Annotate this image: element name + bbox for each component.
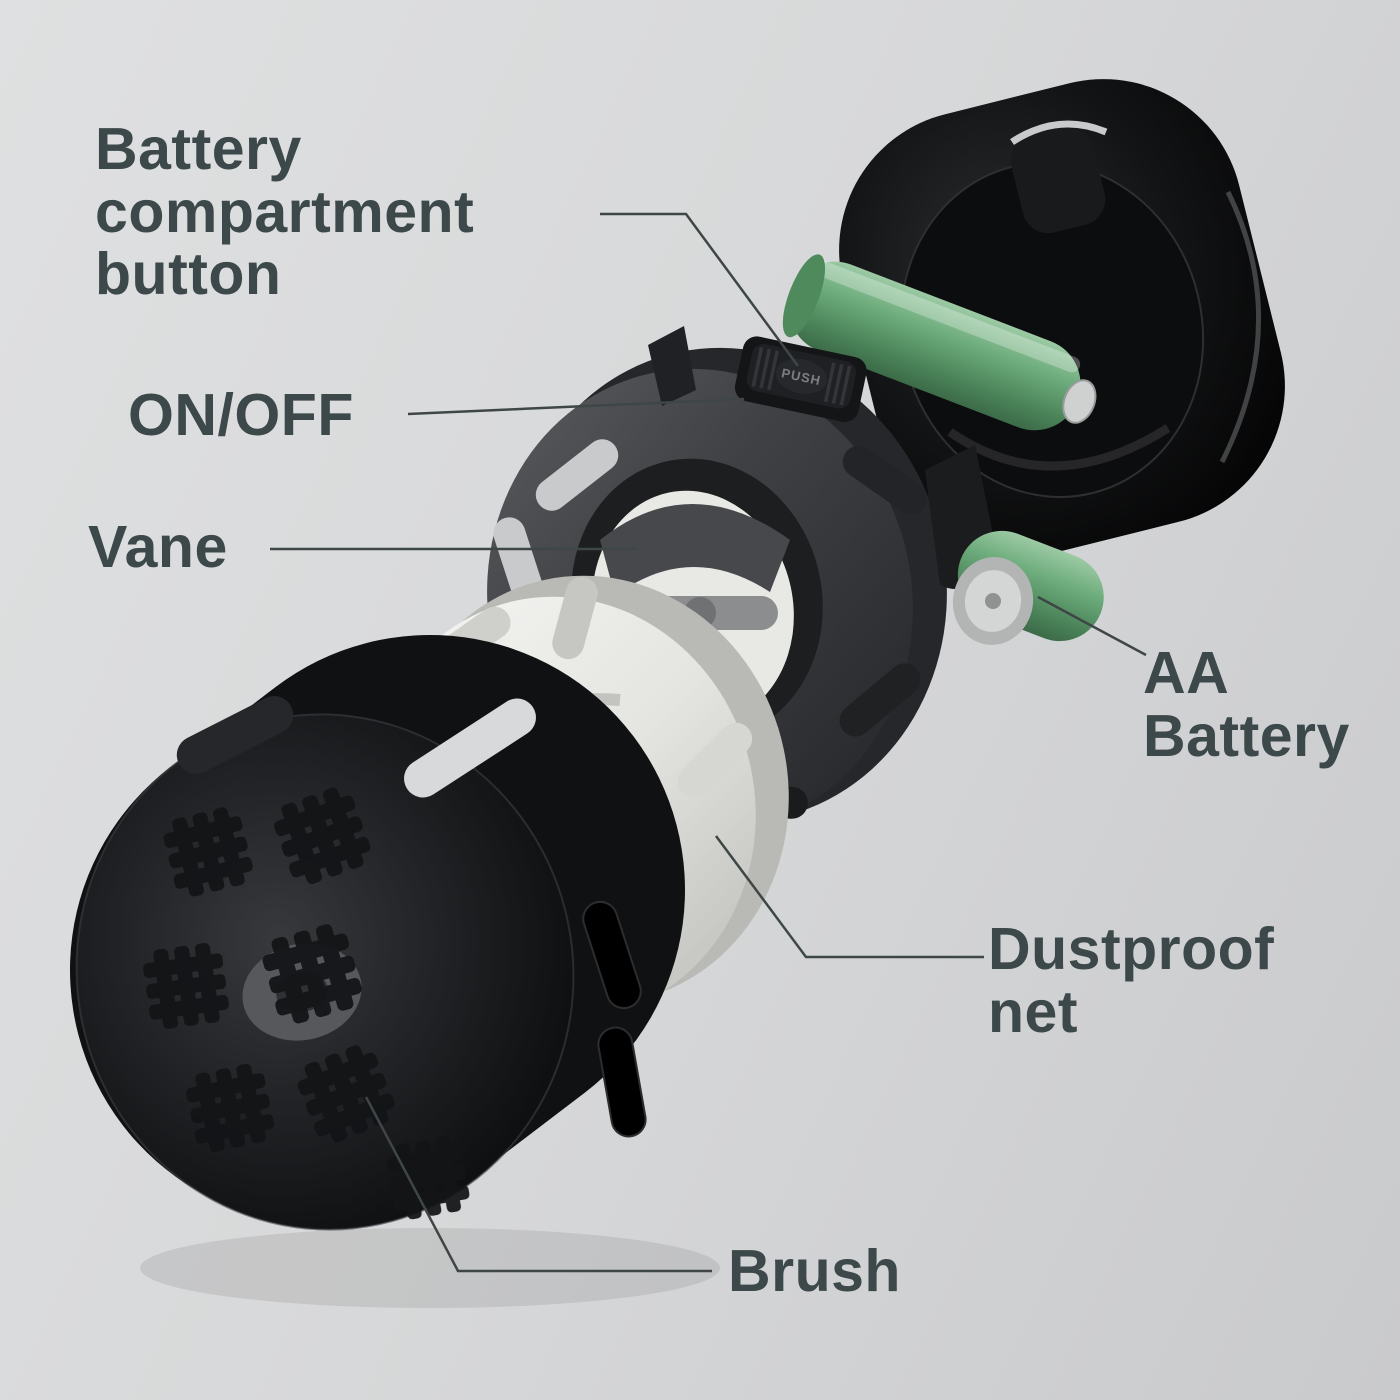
power-button-part: PUSH: [734, 336, 867, 422]
leader-lines: [270, 212, 1147, 1273]
battery-highlight: [812, 259, 1081, 373]
ground-shadow: [140, 1228, 720, 1308]
vane-slot: [552, 576, 598, 660]
leader-battery-compartment-button: [600, 212, 800, 367]
brush-top-slot: [404, 698, 536, 798]
housing-vent-slot: [535, 439, 619, 511]
label-vane: Vane: [88, 514, 228, 580]
housing-left-fin: [648, 326, 696, 406]
leader-dustproof-net: [714, 835, 984, 959]
vane-slot: [677, 722, 753, 798]
power-button-oval: [775, 358, 828, 394]
cover-edge-highlight: [1219, 190, 1261, 464]
brush-side-slot: [597, 1026, 647, 1138]
brush-head-part: [70, 635, 685, 1231]
leader-on-off: [407, 397, 745, 416]
label-dustproof-net: Dustproof net: [988, 916, 1275, 1045]
label-on-off: ON/OFF: [128, 382, 354, 448]
leader-aa-battery: [1037, 595, 1147, 657]
brush-side-slot: [582, 900, 642, 1010]
brush-side-slot: [176, 696, 294, 774]
cavity-reflection: [947, 424, 1171, 471]
label-aa-battery: AA Battery: [1143, 640, 1350, 769]
battery-end-shading: [782, 254, 826, 338]
bristle-cluster: [140, 940, 232, 1032]
housing-vent-slot: [842, 445, 928, 515]
power-button-ribs: [751, 346, 852, 406]
aa-battery-top: [782, 254, 1097, 431]
housing-vent-slot: [493, 517, 543, 603]
cover-latch-notch: [1010, 126, 1106, 234]
battery-body: [788, 261, 1081, 431]
label-battery-compartment-button: Battery compartment button: [95, 116, 475, 308]
inner-blade-shadow: [600, 504, 790, 596]
label-brush: Brush: [728, 1238, 901, 1304]
battery-positive-tip: [1062, 379, 1097, 424]
leader-brush: [364, 1096, 712, 1273]
battery-cap-nub: [985, 593, 1001, 609]
cover-notch-gap: [1010, 120, 1108, 145]
housing-vent-slot: [839, 663, 921, 737]
bristle-cluster: [383, 1133, 473, 1223]
